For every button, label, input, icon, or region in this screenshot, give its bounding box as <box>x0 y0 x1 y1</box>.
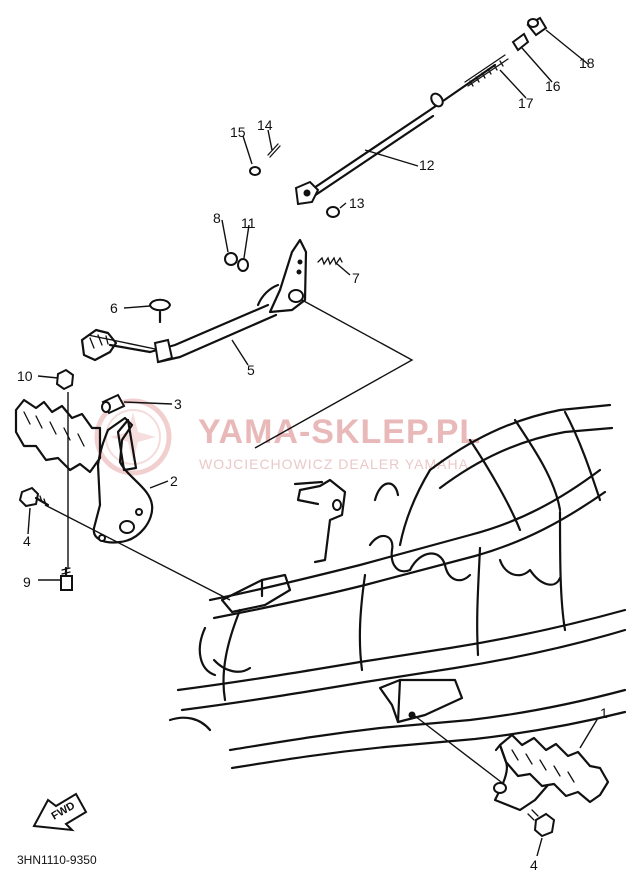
nut-8 <box>224 252 238 266</box>
fwd-arrow-icon: FWD <box>32 792 88 832</box>
adjuster-nut <box>511 32 530 52</box>
frame-footrest-mount-right <box>378 678 464 724</box>
small-fasteners <box>224 143 343 272</box>
callout-6: 6 <box>110 300 118 316</box>
brake-rod <box>306 63 497 194</box>
callout-5: 5 <box>247 362 255 378</box>
return-spring <box>317 256 343 266</box>
brake-pedal <box>80 238 308 364</box>
nut-13 <box>326 206 340 218</box>
callout-15: 15 <box>230 124 246 140</box>
callout-12: 12 <box>419 157 435 173</box>
callout-4-right: 4 <box>530 857 538 873</box>
cotter-pin <box>267 143 281 158</box>
brake-rod-assembly <box>294 16 548 206</box>
callout-leaders <box>27 29 599 857</box>
brake-pedal-tip <box>80 328 118 362</box>
rod-threaded-end <box>464 54 509 87</box>
callout-1: 1 <box>600 705 608 721</box>
washer-11 <box>237 258 249 272</box>
callout-4-left: 4 <box>23 533 31 549</box>
callout-10: 10 <box>17 368 33 384</box>
left-footrest-peg <box>14 398 102 474</box>
leader-lines <box>44 299 506 786</box>
callout-numbers: 1 2 3 4 4 5 6 7 8 9 10 11 12 13 14 15 16… <box>17 55 608 873</box>
callout-11: 11 <box>241 215 256 231</box>
diagram-code: 3HN1110-9350 <box>17 853 97 867</box>
nut-10 <box>55 368 75 391</box>
frame-brake-pivot-bracket <box>293 478 347 564</box>
pedal-stopper-knob <box>148 298 172 312</box>
callout-8: 8 <box>213 210 221 226</box>
washer-15 <box>249 166 261 176</box>
watermark-subtitle: WOJCIECHOWICZ DEALER YAMAHA <box>199 456 469 472</box>
bolt-4-left <box>18 486 40 508</box>
callout-2: 2 <box>170 473 178 489</box>
right-footrest-bracket <box>493 743 550 812</box>
watermark: YAMA-SKLEP.PL WOJCIECHOWICZ DEALER YAMAH… <box>94 398 481 476</box>
right-footrest-peg <box>498 733 610 804</box>
watermark-title: YAMA-SKLEP.PL <box>198 413 481 451</box>
callout-3: 3 <box>174 396 182 412</box>
bolt-4-right <box>533 812 556 838</box>
right-footrest <box>493 733 610 838</box>
callout-17: 17 <box>518 95 534 111</box>
callout-18: 18 <box>579 55 595 71</box>
callout-7: 7 <box>352 270 360 286</box>
frame-footrest-mount-left <box>220 573 292 614</box>
callout-13: 13 <box>349 195 365 211</box>
callout-14: 14 <box>257 117 273 133</box>
left-footrest <box>14 368 154 591</box>
callout-16: 16 <box>545 78 561 94</box>
callout-9: 9 <box>23 574 31 590</box>
frame-outline <box>168 403 627 770</box>
